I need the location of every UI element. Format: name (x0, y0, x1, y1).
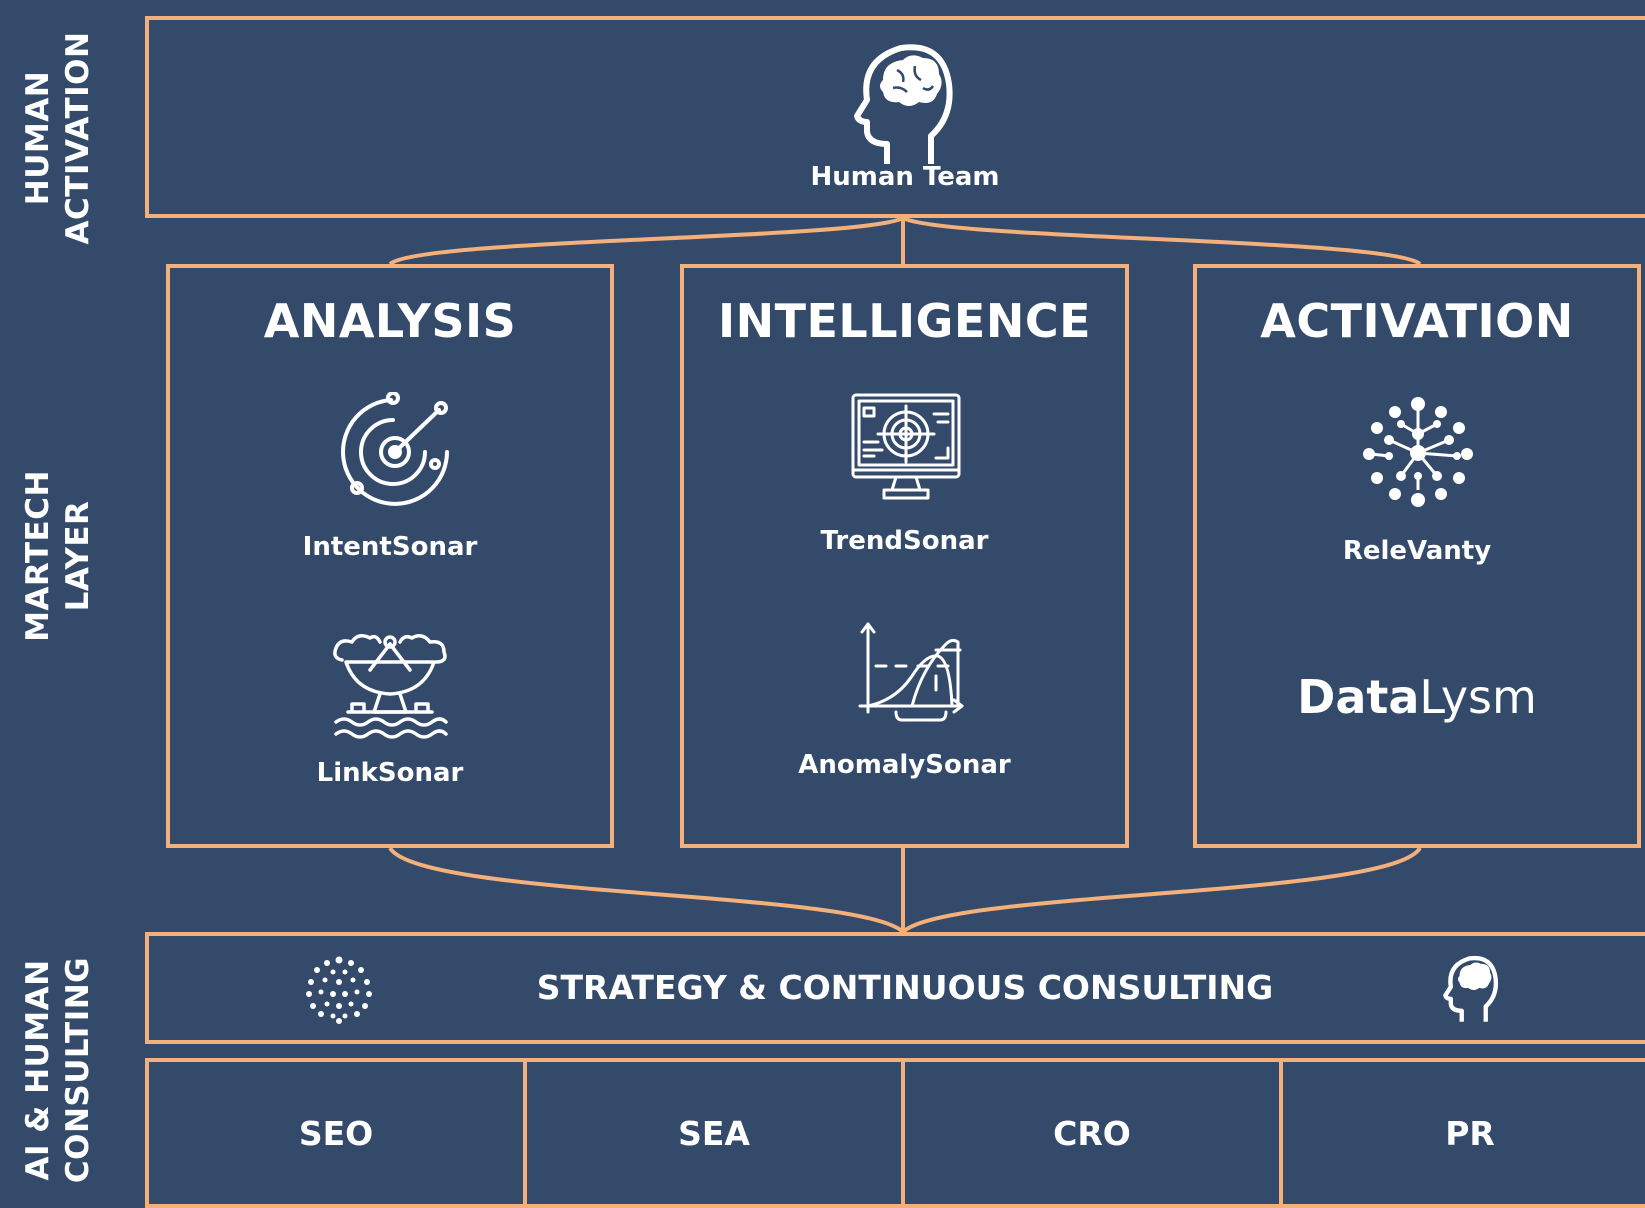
brain-head-icon (849, 40, 959, 168)
satellite-dish-icon (330, 630, 450, 740)
column-title-activation: ACTIVATION (1260, 294, 1574, 348)
channel-cro: CRO (1053, 1113, 1131, 1153)
side-label-human-activation: HUMAN ACTIVATION (20, 31, 96, 245)
human-team-box: Human Team (145, 16, 1645, 218)
channels-row: SEO SEA CRO PR (145, 1058, 1645, 1208)
channel-sea: SEA (678, 1113, 750, 1153)
human-team-label: Human Team (810, 162, 1000, 192)
analysis-column: ANALYSIS IntentSonar LinkSonar (166, 264, 614, 848)
datalysm-logo-bold: Data (1297, 670, 1420, 724)
network-dots-icon (1359, 394, 1477, 512)
brain-head-icon (1441, 954, 1501, 1024)
consulting-bar: STRATEGY & CONTINUOUS CONSULTING (145, 932, 1645, 1044)
channel-divider (523, 1062, 527, 1204)
channel-pr: PR (1445, 1113, 1495, 1153)
datalysm-logo: DataLysm (1197, 670, 1637, 724)
tool-label-trendsonar: TrendSonar (820, 526, 989, 556)
consulting-label: STRATEGY & CONTINUOUS CONSULTING (536, 968, 1274, 1007)
monitor-target-icon (850, 392, 962, 504)
intelligence-column: INTELLIGENCE TrendSonar (680, 264, 1129, 848)
activation-column: ACTIVATION (1193, 264, 1641, 848)
bell-curve-chart-icon (856, 620, 966, 732)
channel-divider (1279, 1062, 1283, 1204)
tool-label-linksonar: LinkSonar (316, 758, 464, 788)
radar-icon (335, 392, 455, 512)
tool-label-anomalysonar: AnomalySonar (798, 750, 1011, 780)
dot-sphere-icon (305, 956, 373, 1024)
tool-label-relevanty: ReleVanty (1342, 536, 1492, 566)
column-title-analysis: ANALYSIS (263, 294, 517, 348)
side-label-martech-layer: MARTECH LAYER (20, 470, 96, 642)
tool-label-intentsonar: IntentSonar (302, 532, 478, 562)
channel-divider (901, 1062, 905, 1204)
datalysm-logo-light: Lysm (1419, 670, 1537, 724)
side-label-ai-human-consulting: AI & HUMAN CONSULTING (20, 956, 96, 1184)
channel-seo: SEO (298, 1113, 374, 1153)
column-title-intelligence: INTELLIGENCE (717, 294, 1091, 348)
